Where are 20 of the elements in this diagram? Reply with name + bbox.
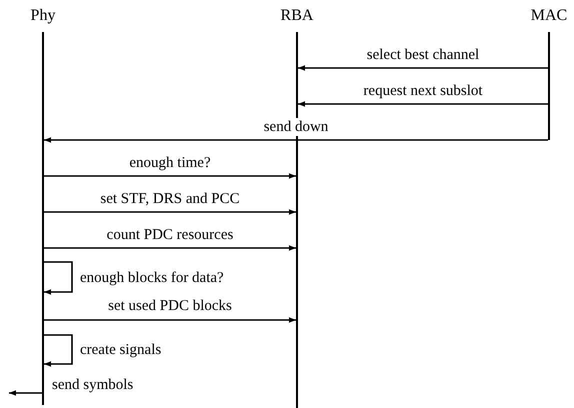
arrow [44, 261, 73, 295]
message-label: request next subslot [362, 82, 484, 100]
arrow [44, 173, 296, 179]
message-label: enough blocks for data? [79, 269, 225, 287]
arrow [44, 334, 73, 367]
participant-label: RBA [280, 6, 314, 26]
arrow [44, 245, 296, 251]
message-label: send down [262, 118, 330, 136]
message-label: send symbols [51, 376, 134, 394]
arrow [9, 390, 42, 396]
arrow [298, 101, 548, 107]
arrow [44, 209, 296, 215]
message-label: enough time? [128, 154, 212, 172]
message-label: create signals [79, 341, 162, 359]
arrow [44, 137, 548, 143]
arrow [298, 65, 548, 71]
participant-label: MAC [530, 6, 568, 26]
participant-label: Phy [30, 6, 56, 26]
message-label: set STF, DRS and PCC [99, 190, 241, 208]
arrow [44, 317, 296, 323]
